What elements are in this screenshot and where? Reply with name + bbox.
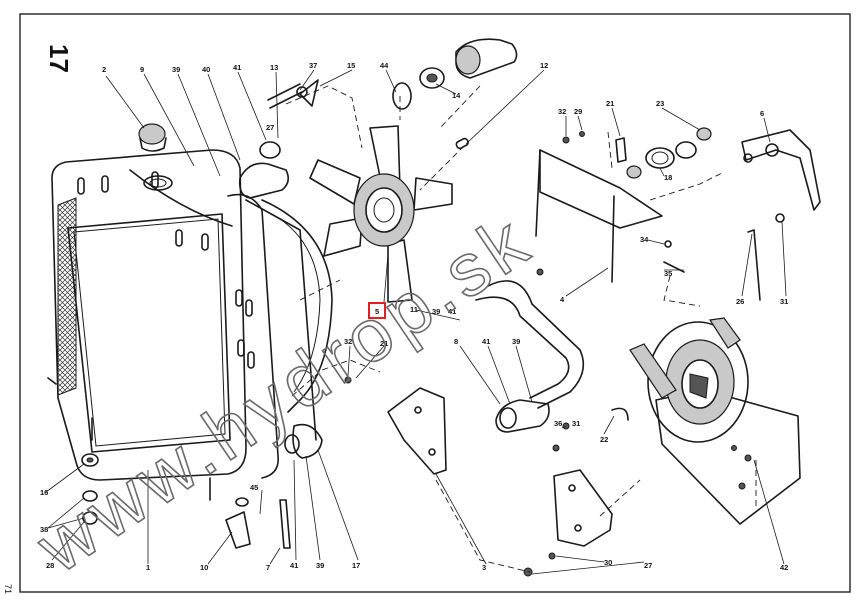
callout-39: 39: [316, 561, 324, 570]
callout-10: 10: [200, 563, 208, 572]
callout-41: 41: [448, 307, 456, 316]
callout-31: 31: [572, 419, 580, 428]
assembly-lines: [285, 85, 757, 573]
callout-1: 1: [146, 563, 150, 572]
callout-36: 36: [554, 419, 562, 428]
callout-27: 27: [266, 123, 274, 132]
drain-parts: [81, 423, 323, 549]
callout-29: 29: [574, 107, 582, 116]
callout-7: 7: [266, 563, 270, 572]
callout-41: 41: [290, 561, 298, 570]
callout-38: 38: [40, 525, 48, 534]
callout-6: 6: [760, 109, 764, 118]
callout-3: 3: [482, 563, 486, 572]
idler-parts: [615, 127, 712, 179]
radiator-side-frame: [227, 193, 279, 479]
radiator-core: [67, 213, 231, 453]
callout-21: 21: [380, 339, 388, 348]
callout-5: 5: [375, 307, 379, 316]
page-number: 71: [3, 584, 13, 594]
callout-8: 8: [454, 337, 458, 346]
callout-44: 44: [380, 61, 389, 70]
callout-22: 22: [600, 435, 608, 444]
callout-12: 12: [540, 61, 548, 70]
callout-39: 39: [512, 337, 520, 346]
upper-hose-thermostat: [238, 79, 319, 199]
callout-17: 17: [352, 561, 360, 570]
water-pump-pulley: [392, 38, 518, 110]
callout-45: 45: [250, 483, 258, 492]
radiator-side-mesh: [57, 197, 77, 396]
callout-32: 32: [558, 107, 566, 116]
callout-13: 13: [270, 63, 278, 72]
callout-16: 16: [40, 488, 48, 497]
fan-shroud: [261, 199, 333, 413]
upper-bracket: [535, 149, 663, 283]
belt-guard-clip: [611, 407, 629, 421]
callout-15: 15: [347, 61, 355, 70]
callout-41: 41: [233, 63, 241, 72]
callout-11: 11: [410, 305, 418, 314]
callout-35: 35: [664, 269, 672, 278]
page-frame: [19, 13, 851, 593]
callout-31: 31: [780, 297, 788, 306]
highlight-box: [368, 302, 386, 319]
callout-21: 21: [606, 99, 614, 108]
callout-30: 30: [604, 558, 612, 567]
callout-39: 39: [172, 65, 180, 74]
radiator-cap: [138, 123, 167, 152]
cooling-fan: [309, 125, 453, 303]
callout-2: 2: [102, 65, 106, 74]
callout-41: 41: [482, 337, 490, 346]
tensioner-bracket: [741, 129, 821, 211]
callout-4: 4: [560, 295, 565, 304]
callout-34: 34: [640, 235, 649, 244]
radiator-assembly: [47, 149, 317, 501]
radiator-side-plate: [245, 199, 317, 441]
callout-27: 27: [644, 561, 652, 570]
callout-37: 37: [309, 61, 317, 70]
callout-26: 26: [736, 297, 744, 306]
callout-39: 39: [432, 307, 440, 316]
overflow-tube: [129, 169, 233, 227]
crankshaft-pulley-assembly: [629, 317, 801, 525]
callout-23: 23: [656, 99, 664, 108]
callout-14: 14: [452, 91, 461, 100]
callout-18: 18: [664, 173, 672, 182]
lower-hose: [475, 280, 585, 433]
callout-labels: 2 9 39 40 41 13 37 27 15 44 14 12 32 29 …: [40, 61, 788, 572]
mounting-plates: [387, 387, 613, 547]
callout-28: 28: [46, 561, 54, 570]
callout-42: 42: [780, 563, 788, 572]
callout-9: 9: [140, 65, 144, 74]
callout-40: 40: [202, 65, 210, 74]
callout-32: 32: [344, 337, 352, 346]
radiator-top-slots: [77, 171, 255, 369]
sheet-number: 17: [44, 44, 74, 73]
radiator-core-inner: [73, 218, 226, 447]
radiator-outer-tank: [51, 149, 247, 481]
leader-lines: [45, 69, 787, 575]
